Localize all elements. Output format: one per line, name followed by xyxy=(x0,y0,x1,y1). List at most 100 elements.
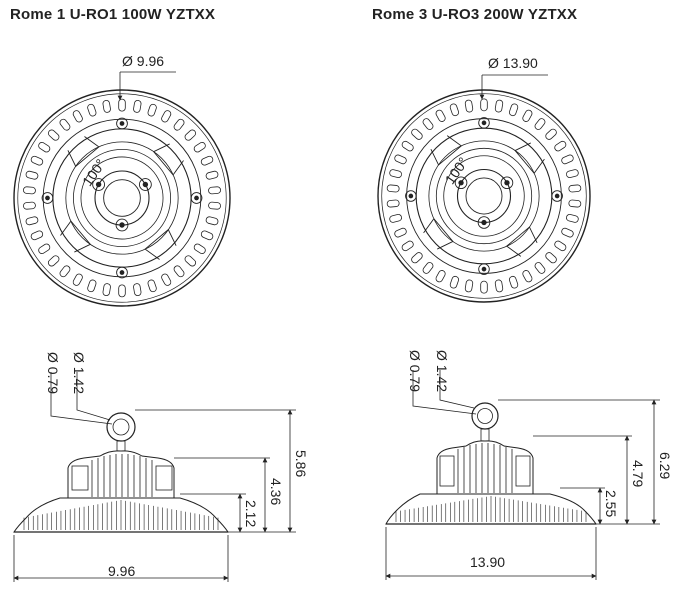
center-core xyxy=(94,170,150,226)
screw xyxy=(481,266,487,272)
side-labels-rome-1: Ø 1.42 Ø 0.79 5.86 4.36 2.12 9.96 xyxy=(45,352,309,579)
vent-slot xyxy=(87,279,97,293)
vent-slot xyxy=(480,280,488,294)
vent-slot xyxy=(30,230,44,241)
center-core xyxy=(465,177,503,215)
housing-ring xyxy=(73,149,171,247)
screw xyxy=(477,216,491,229)
screw xyxy=(408,193,414,199)
vent-slot xyxy=(173,265,185,278)
vent-slot xyxy=(568,184,582,193)
vent-slot xyxy=(508,275,519,289)
hook-ring-outer xyxy=(471,402,499,430)
outer-rim xyxy=(13,89,231,307)
vent-slot xyxy=(147,279,157,293)
heatsink-fins xyxy=(395,496,587,522)
screw xyxy=(45,195,50,201)
ring-inner-leader xyxy=(412,370,477,415)
vent-slot xyxy=(494,99,504,113)
vent-slot xyxy=(59,118,71,131)
fixture-top-view: 100° xyxy=(377,89,591,303)
width-label: 9.96 xyxy=(108,563,135,579)
screw xyxy=(142,181,149,188)
vent-slot xyxy=(411,128,423,140)
vent-slot xyxy=(208,201,221,210)
vent-slot xyxy=(184,129,197,141)
junction-box xyxy=(155,465,173,491)
housing-fins xyxy=(457,443,513,493)
screw xyxy=(119,270,125,275)
ring-inner-leader xyxy=(50,372,113,425)
vent-slot xyxy=(389,213,402,223)
vent-slot xyxy=(47,255,60,267)
vent-slot xyxy=(394,227,407,238)
bracket-arm xyxy=(152,143,184,176)
vent-slot xyxy=(133,100,142,113)
vent-slot xyxy=(118,284,126,298)
vent-slot xyxy=(480,98,488,112)
hook-ring-inner xyxy=(112,418,130,436)
vent-slot xyxy=(494,279,504,293)
vent-slot xyxy=(47,129,60,141)
vent-slot xyxy=(118,98,126,112)
vent-slot xyxy=(133,283,142,296)
screw xyxy=(478,263,490,275)
hook-ring-inner xyxy=(477,408,493,424)
vent-slot xyxy=(534,262,546,274)
side-view-rome-1 xyxy=(13,372,296,582)
screw xyxy=(481,120,487,126)
bracket-arm xyxy=(505,226,538,257)
vent-slot xyxy=(394,154,407,165)
screw xyxy=(194,195,199,201)
junction-box xyxy=(71,465,89,491)
center-core xyxy=(103,179,141,217)
vent-slot xyxy=(205,170,219,180)
vent-slot xyxy=(184,255,197,267)
vent-slot xyxy=(386,184,400,193)
vent-slot xyxy=(545,252,557,264)
hook-ring-outer xyxy=(106,412,136,442)
vent-slot xyxy=(534,118,546,130)
vent-slot xyxy=(72,273,83,286)
bracket-arm xyxy=(514,142,545,175)
side-labels-rome-3: Ø 1.42 Ø 0.79 6.29 4.79 2.55 13.90 xyxy=(407,350,673,570)
screw xyxy=(190,192,203,204)
vent-slot xyxy=(508,103,519,117)
vent-slot xyxy=(87,103,97,117)
screw xyxy=(454,176,468,190)
vent-slot xyxy=(205,216,219,226)
screw xyxy=(478,117,490,129)
screw xyxy=(116,266,128,279)
top-diameter-label: Ø 13.90 xyxy=(488,55,538,71)
vent-slot xyxy=(147,103,157,117)
vent-slot xyxy=(522,109,533,122)
vent-slot xyxy=(38,141,51,153)
driver-housing xyxy=(436,440,534,495)
model-title-rome-1: Rome 1 U-RO1 100W YZTXX xyxy=(10,6,216,23)
fin-height-label: 2.12 xyxy=(243,500,259,527)
driver-housing xyxy=(67,450,175,499)
body-height-label: 4.36 xyxy=(268,478,284,505)
screw xyxy=(138,178,152,191)
vent-slot xyxy=(401,140,414,152)
vent-slot xyxy=(208,186,221,195)
outer-rim xyxy=(17,93,227,303)
fin-height-label: 2.55 xyxy=(603,490,619,517)
screw xyxy=(119,121,125,126)
vent-slot xyxy=(59,265,71,278)
screw xyxy=(41,192,54,204)
top-view-rome-1: Ø 9.96 100° xyxy=(13,53,231,307)
vent-slot xyxy=(554,240,567,252)
vent-slot xyxy=(554,140,567,152)
housing-ring xyxy=(428,140,540,252)
ring-inner-diameter-label: Ø 0.79 xyxy=(45,352,61,394)
housing-ring xyxy=(65,141,179,255)
total-height-label: 6.29 xyxy=(657,452,673,479)
bracket-arm xyxy=(67,136,100,168)
screw xyxy=(554,193,560,199)
top-diameter-label: Ø 9.96 xyxy=(122,53,164,69)
vent-slot xyxy=(161,110,172,123)
width-label: 13.90 xyxy=(470,554,505,570)
housing-ring xyxy=(443,155,525,237)
ring-outer-leader xyxy=(76,372,111,421)
